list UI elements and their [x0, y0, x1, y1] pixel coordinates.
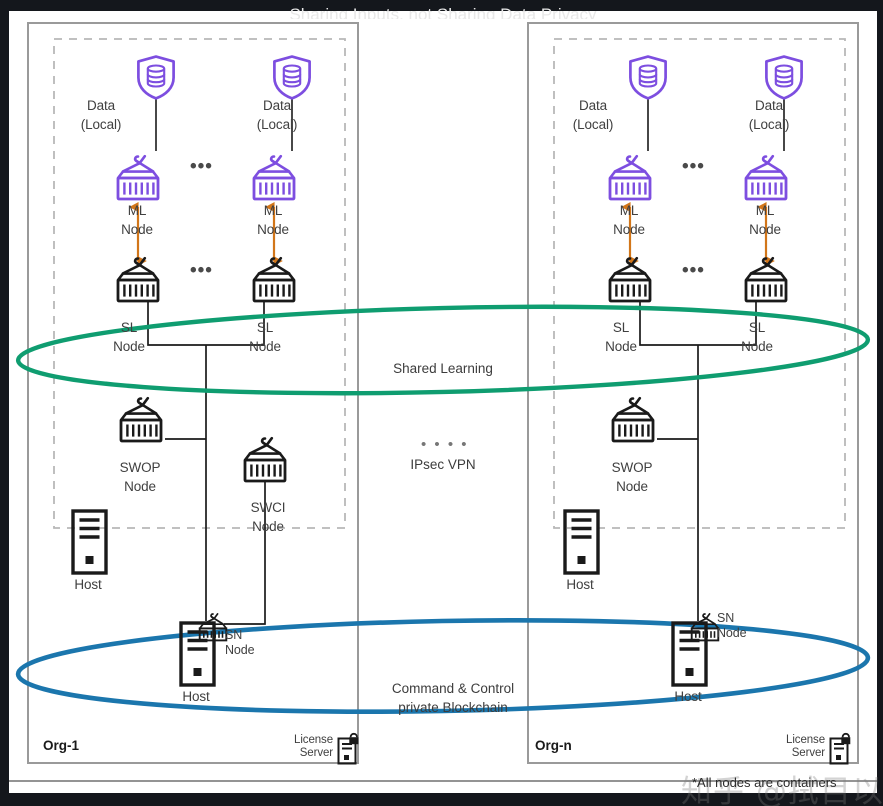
- orgn-license-server-icon: [829, 732, 852, 765]
- orgn-swop-node-icon: [611, 396, 655, 443]
- org1-sl-ellipsis: •••: [190, 260, 213, 281]
- orgn-host-label: Host: [566, 577, 594, 592]
- bottom-letterbox: [0, 793, 883, 806]
- ipsec-vpn-label: IPsec VPN: [410, 457, 476, 472]
- orgn-sn-label: SN Node: [717, 611, 747, 640]
- left-letterbox: [0, 0, 9, 806]
- orgn-data-icon-1: [629, 55, 667, 100]
- org1-swop-node-icon: [119, 396, 163, 443]
- org1-sl-label-1: SL Node: [113, 320, 145, 354]
- blockchain-ellipse: [15, 617, 871, 715]
- orgn-sl-label-2: SL Node: [741, 320, 773, 354]
- org1-ml-node-icon-1: [116, 154, 160, 201]
- org1-swop-label: SWOP Node: [119, 460, 161, 494]
- cropped-title: Sharing Inputs, not Sharing Data Privacy: [289, 5, 597, 19]
- footnote: *All nodes are containers: [692, 775, 837, 790]
- org1-sn-host-label: Host: [182, 689, 210, 704]
- orgn-data-icon-2: [765, 55, 803, 100]
- orgn-data-label-2: Data (Local): [748, 98, 790, 132]
- org1-swci-label: SWCI Node: [250, 500, 286, 534]
- top-letterbox: [0, 0, 883, 11]
- orgn-swop-label: SWOP Node: [611, 460, 653, 494]
- shared-learning-label: Shared Learning: [393, 361, 493, 376]
- org1-data-label-2: Data (Local): [256, 98, 298, 132]
- orgn-ml-node-icon-2: [744, 154, 788, 201]
- orgn-host-icon: [563, 509, 600, 575]
- org1-swci-link: [224, 481, 266, 625]
- org1-ml-node-icon-2: [252, 154, 296, 201]
- shared-learning-ellipse: [15, 304, 871, 396]
- orgn-sl-label-1: SL Node: [605, 320, 637, 354]
- watermark: 知乎 @拭目以待: [681, 774, 883, 806]
- orgn-ml-node-icon-1: [608, 154, 652, 201]
- org1-license-label: License Server: [294, 734, 333, 759]
- org1-name: Org-1: [43, 738, 80, 753]
- orgn-sl-node-icon-2: [744, 256, 788, 303]
- orgn-ml-ellipsis: •••: [682, 156, 705, 177]
- org1-data-icon-2: [273, 55, 311, 100]
- org1-sl-node-icon-2: [252, 256, 296, 303]
- org1-data-label-1: Data (Local): [80, 98, 122, 132]
- org1-sl-node-icon-1: [116, 256, 160, 303]
- orgn-sl-node-icon-1: [608, 256, 652, 303]
- org-n-box: [527, 22, 859, 764]
- org1-ml-ellipsis: •••: [190, 156, 213, 177]
- orgn-sn-host-icon: [671, 621, 708, 687]
- diagram-graphics: [9, 22, 877, 782]
- orgn-sn-host-label: Host: [674, 689, 702, 704]
- org1-ml-label-1: ML Node: [121, 203, 153, 237]
- orgn-data-label-1: Data (Local): [572, 98, 614, 132]
- blockchain-label: Command & Control private Blockchain: [391, 681, 515, 715]
- orgn-sl-ellipsis: •••: [682, 260, 705, 281]
- org1-ml-label-2: ML Node: [257, 203, 289, 237]
- org1-host-icon: [71, 509, 108, 575]
- orgn-name: Org-n: [535, 738, 572, 753]
- org1-sn-label: SN Node: [225, 628, 255, 657]
- org1-swci-node-icon: [243, 436, 287, 483]
- org1-sl-label-2: SL Node: [249, 320, 281, 354]
- org1-license-server-icon: [337, 732, 360, 765]
- org1-data-icon-1: [137, 55, 175, 100]
- ipsec-vpn-dots: • • • •: [421, 436, 469, 453]
- orgn-license-label: License Server: [786, 734, 825, 759]
- diagram-page: Sharing Inputs, not Sharing Data Privacy: [9, 5, 883, 806]
- org1-host-label: Host: [74, 577, 102, 592]
- orgn-ml-label-2: ML Node: [749, 203, 781, 237]
- right-letterbox: [877, 0, 883, 806]
- orgn-ml-label-1: ML Node: [613, 203, 645, 237]
